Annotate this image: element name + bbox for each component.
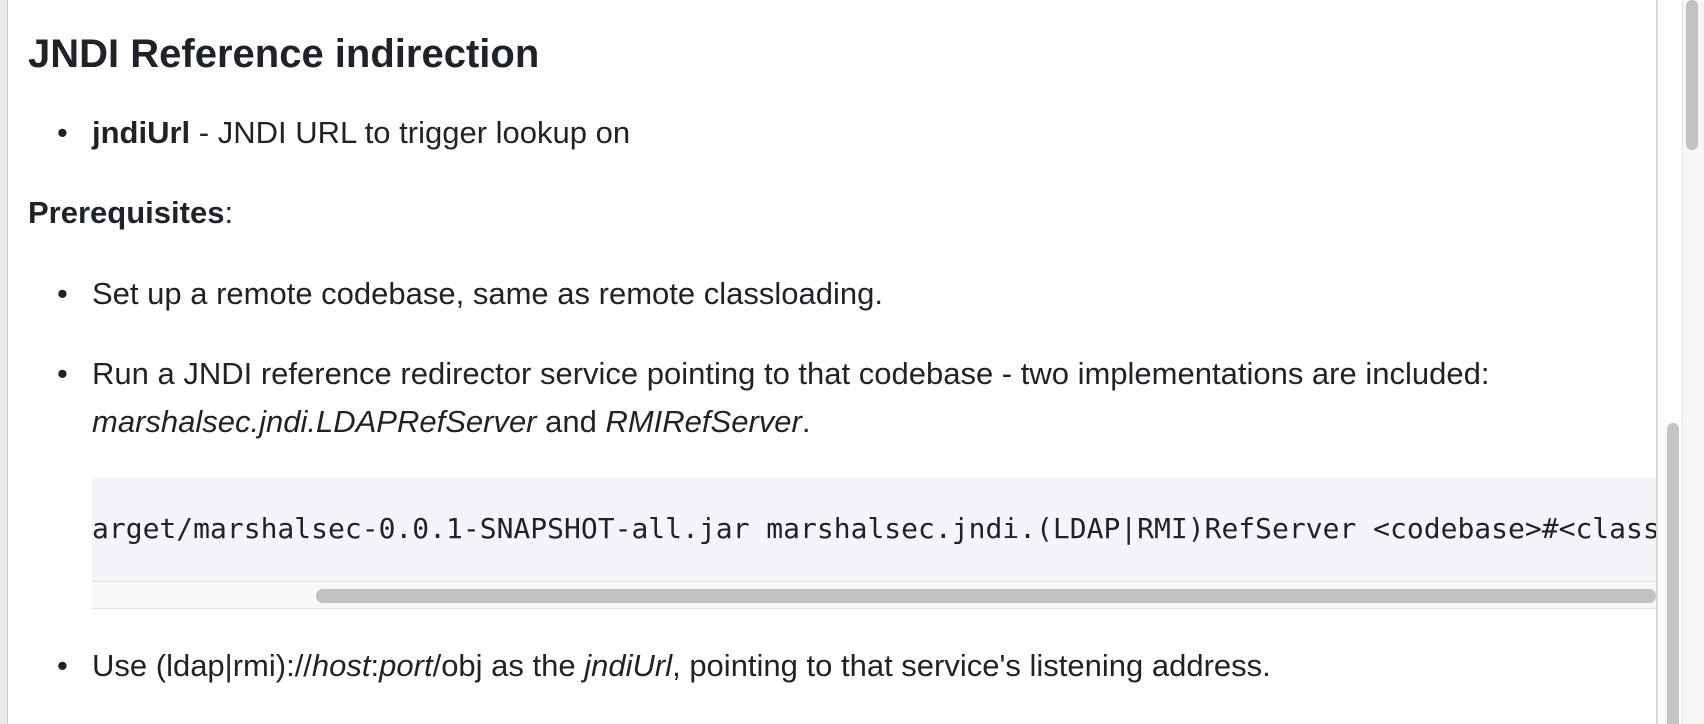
list-item-text: Use (ldap|rmi)://host:port/obj as the jn…: [92, 642, 1271, 690]
left-border: [0, 0, 8, 724]
impl-ldap: marshalsec.jndi.LDAPRefServer: [92, 404, 537, 439]
list-item-text: Run a JNDI reference redirector service …: [92, 356, 1490, 391]
bullet-icon: •: [57, 276, 68, 311]
code-horizontal-scrollbar[interactable]: [92, 581, 1656, 609]
prerequisites-colon: :: [224, 195, 234, 230]
page-vertical-scrollbar[interactable]: [1682, 0, 1704, 724]
use-jndiurl: jndiUrl: [584, 648, 673, 683]
bullet-icon: •: [57, 356, 68, 391]
readme-content: JNDI Reference indirection • jndiUrl - J…: [28, 32, 1656, 690]
bullet-icon: •: [57, 115, 68, 150]
use-suffix: , pointing to that service's listening a…: [672, 648, 1271, 683]
list-item-text: jndiUrl - JNDI URL to trigger lookup on: [92, 109, 630, 157]
pane-divider: [1656, 0, 1658, 724]
use-host: host: [311, 648, 371, 683]
use-colon: :: [370, 648, 380, 683]
code-scroll-thumb[interactable]: [316, 589, 1656, 603]
use-prefix: Use (ldap|rmi)://: [92, 648, 312, 683]
impl-period: .: [801, 404, 811, 439]
code-text: arget/marshalsec-0.0.1-SNAPSHOT-all.jar …: [92, 512, 1656, 545]
param-name: jndiUrl: [92, 115, 191, 150]
use-obj: /obj as the: [432, 648, 585, 683]
code-block[interactable]: arget/marshalsec-0.0.1-SNAPSHOT-all.jar …: [92, 477, 1656, 609]
list-item-text: Set up a remote codebase, same as remote…: [92, 276, 883, 311]
inner-scroll-thumb[interactable]: [1667, 423, 1679, 724]
prerequisites-paragraph: Prerequisites:: [28, 189, 233, 237]
impl-rmi: RMIRefServer: [605, 404, 802, 439]
param-description: - JNDI URL to trigger lookup on: [190, 115, 631, 150]
impl-and: and: [536, 404, 606, 439]
prerequisites-label: Prerequisites: [28, 195, 225, 230]
page-scroll-thumb[interactable]: [1686, 0, 1698, 150]
bullet-icon: •: [57, 648, 68, 683]
use-port: port: [379, 648, 433, 683]
section-heading: JNDI Reference indirection: [28, 32, 540, 76]
list-item-run-continuation: marshalsec.jndi.LDAPRefServer and RMIRef…: [92, 398, 810, 446]
